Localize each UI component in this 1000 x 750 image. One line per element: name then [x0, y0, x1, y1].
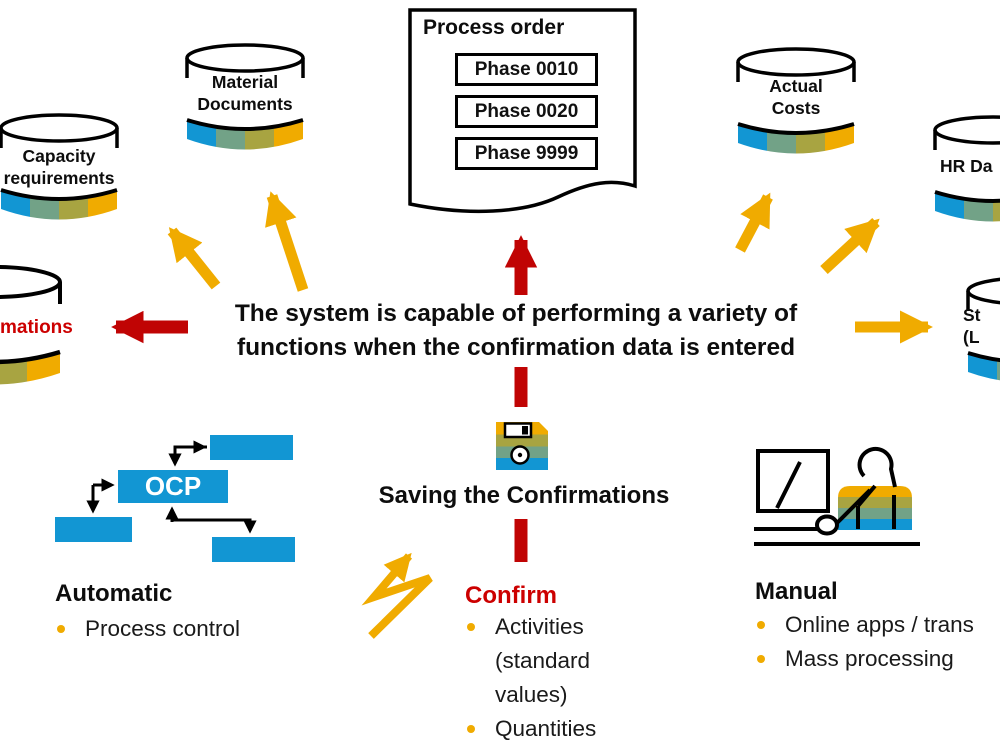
- automatic-bullets: Process control: [55, 612, 240, 646]
- hr-data-database-icon: [933, 115, 1000, 222]
- phase-0010-box: Phase 0010: [455, 53, 598, 86]
- arrow-to-capacity-icon: [167, 227, 221, 290]
- ocp-diagram: OCP: [40, 425, 310, 575]
- bullet-mass-processing: Mass processing: [755, 642, 974, 676]
- confirmations-database-icon: [0, 265, 62, 385]
- confirmations-label: mations: [0, 317, 73, 338]
- arrow-to-hr-data-icon: [820, 217, 880, 275]
- ocp-center-box: OCP: [118, 470, 228, 503]
- ocp-box-top-right: [210, 435, 293, 460]
- yellow-arrows: [167, 191, 933, 344]
- hr-data-label: HR Da: [940, 156, 993, 176]
- floppy-disk-icon: [496, 422, 548, 470]
- capacity-label: Capacity requirements: [3, 146, 115, 188]
- ocp-arrows: [86, 440, 257, 534]
- bullet-online-apps: Online apps / trans: [755, 608, 974, 642]
- bullet-quantities: Quantities: [465, 712, 615, 746]
- ocp-box-bottom-right: [212, 537, 295, 562]
- saving-confirmations-label: Saving the Confirmations: [378, 482, 670, 509]
- automatic-heading: Automatic: [55, 580, 173, 607]
- red-arrows: [111, 235, 538, 562]
- statistics-database-icon: [966, 277, 1000, 383]
- workstation-icon: [754, 446, 920, 546]
- confirm-bullets: Activities (standard values) Quantities: [465, 610, 615, 746]
- actual-costs-database-icon: [736, 47, 856, 154]
- material-database-icon: [185, 43, 305, 150]
- center-message: The system is capable of performing a va…: [160, 297, 872, 364]
- confirm-heading: Confirm: [465, 582, 557, 609]
- arrow-to-actual-costs-icon: [735, 192, 773, 253]
- phase-9999-box: Phase 9999: [455, 137, 598, 170]
- arrow-to-material-icon: [265, 191, 309, 292]
- manual-heading: Manual: [755, 578, 838, 605]
- material-label: Material Documents: [197, 72, 293, 114]
- capacity-database-icon: [0, 113, 119, 220]
- manual-bullets: Online apps / trans Mass processing: [755, 608, 974, 676]
- center-message-line1: The system is capable of performing a va…: [234, 300, 798, 327]
- bullet-activities: Activities (standard values): [465, 610, 613, 712]
- ocp-box-bottom-left: [55, 517, 132, 542]
- bullet-process-control: Process control: [55, 612, 240, 646]
- actual-costs-label: Actual Costs: [769, 76, 823, 118]
- center-message-line2: functions when the confirmation data is …: [236, 333, 796, 361]
- statistics-label: St (L: [963, 305, 981, 347]
- process-order-title: Process order: [423, 16, 565, 39]
- lightning-arrow-icon: [361, 552, 433, 639]
- phase-0020-box: Phase 0020: [455, 95, 598, 128]
